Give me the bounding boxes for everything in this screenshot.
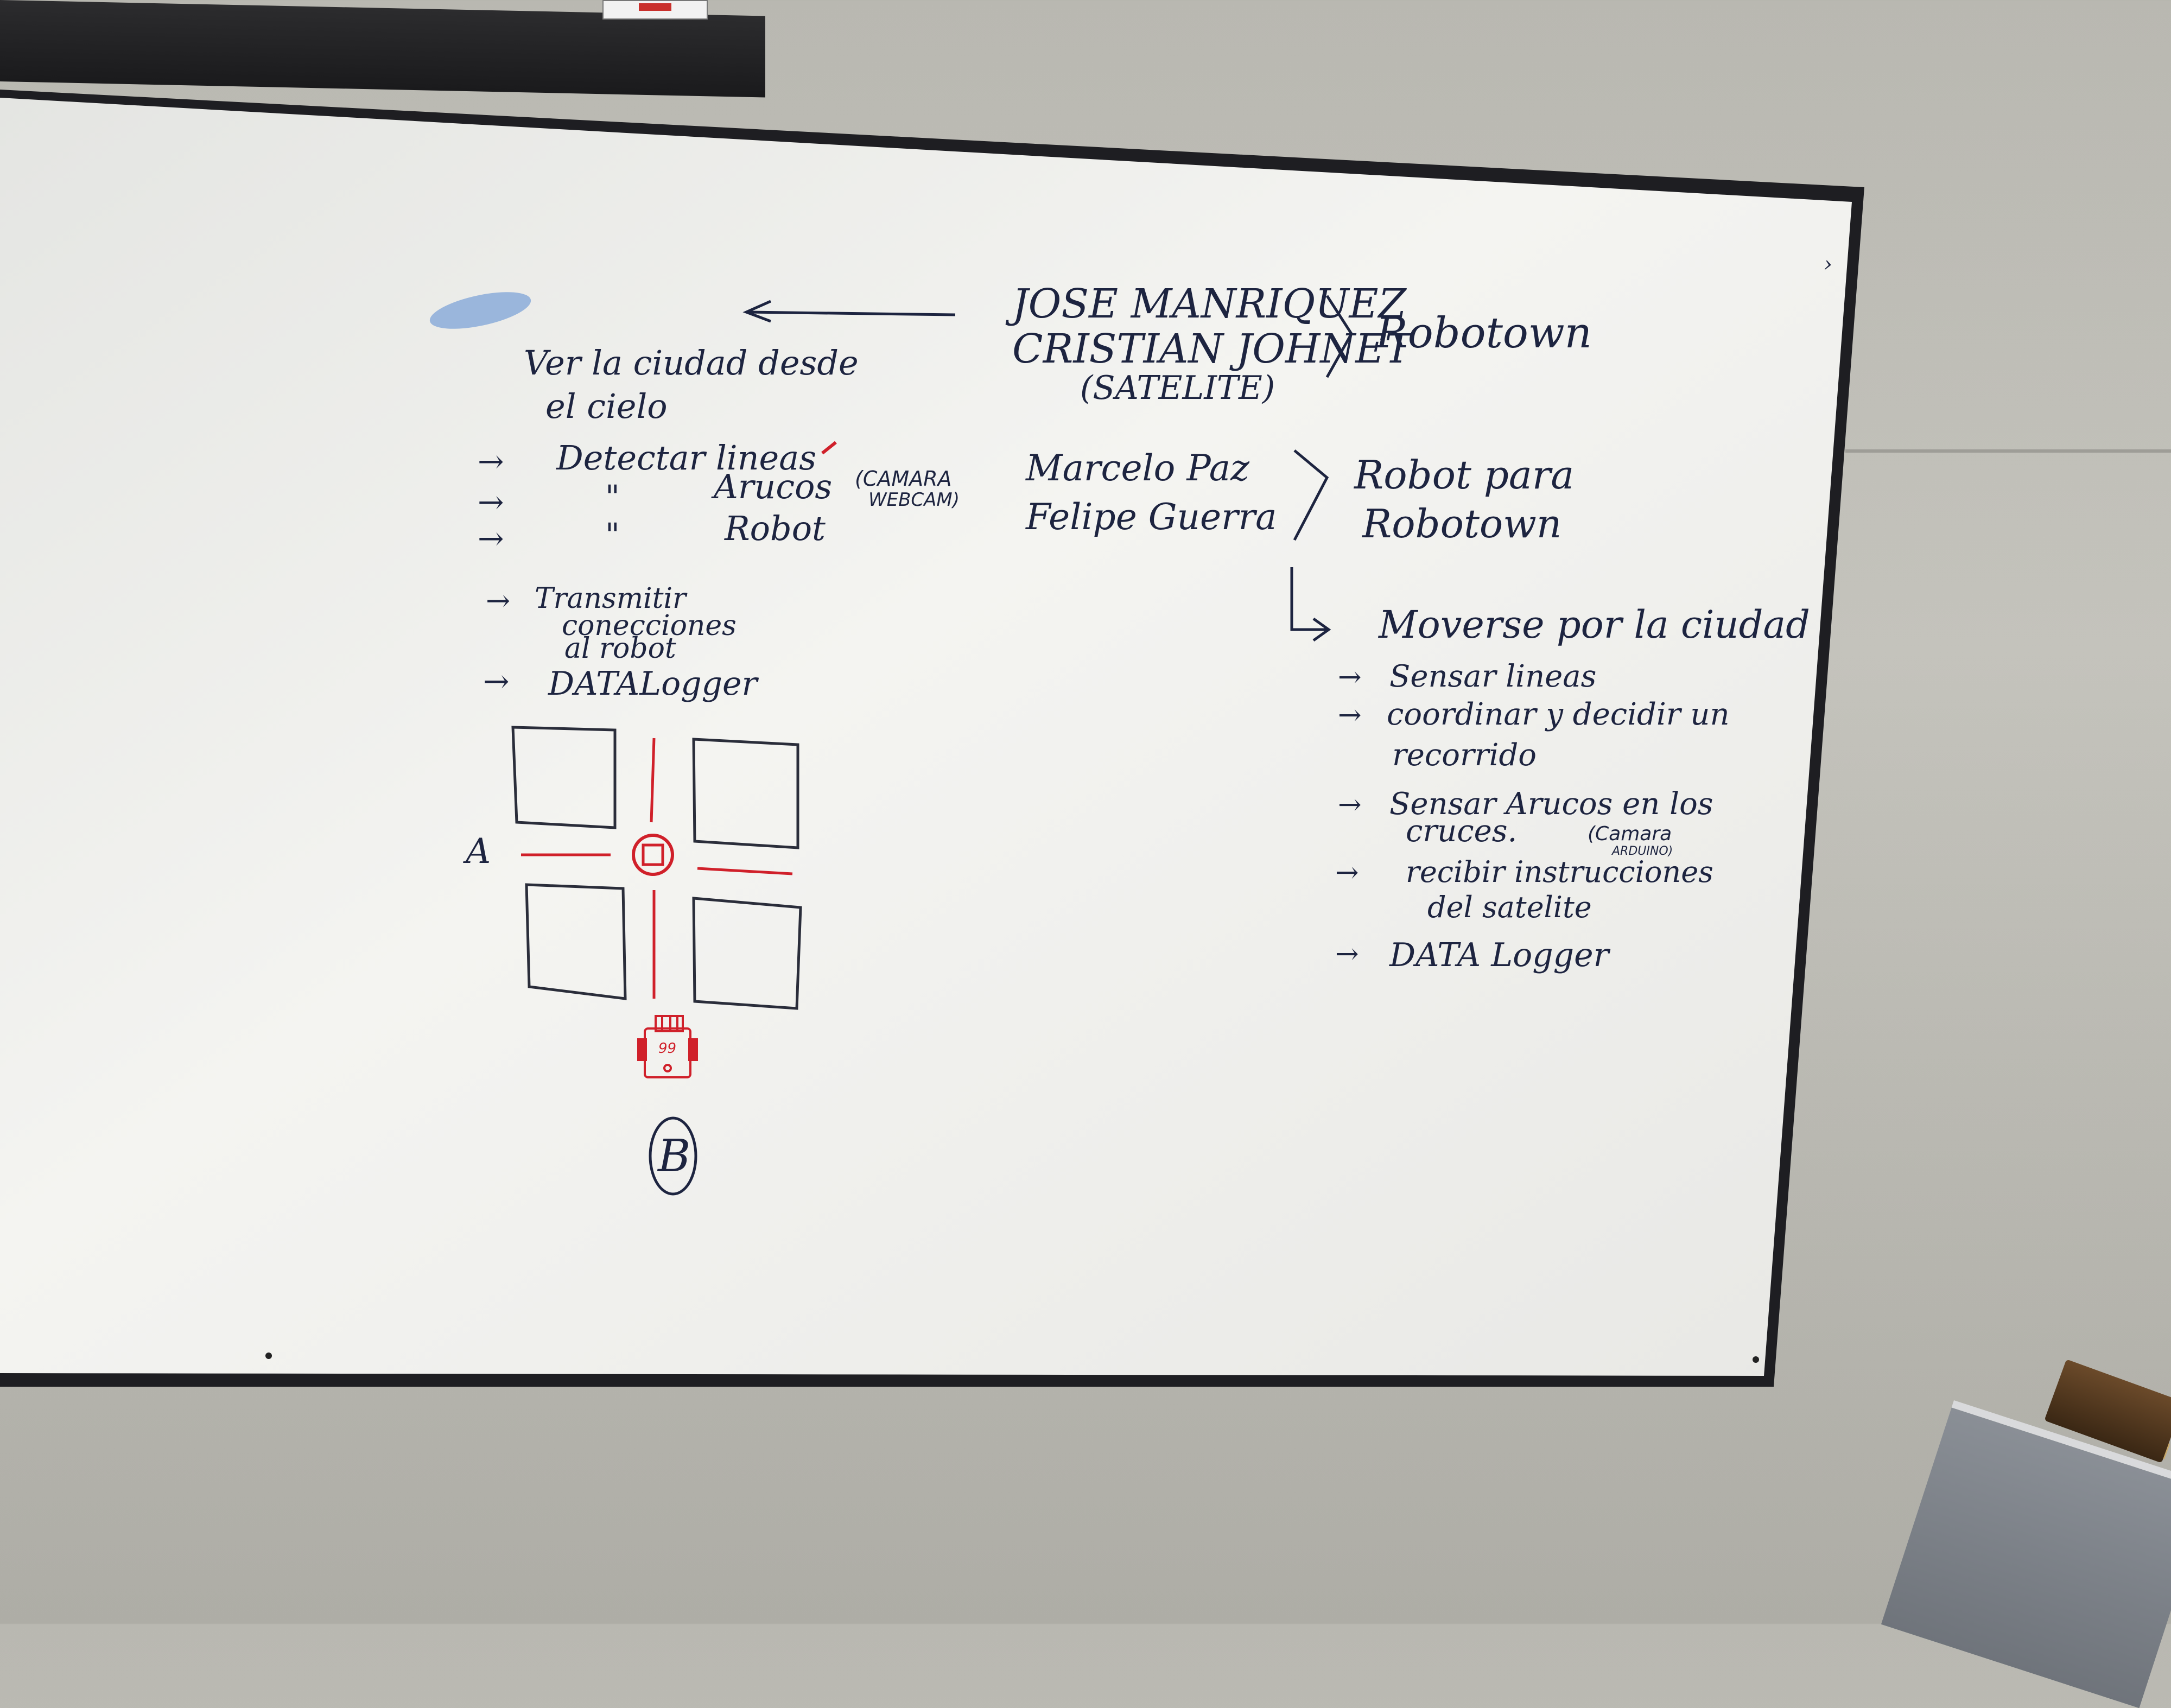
ditto-mark: ": [605, 516, 620, 553]
camera-note-line-1: (CAMARA: [855, 467, 952, 491]
aruco-marker-icon: [642, 843, 664, 866]
arrow-icon: →: [1338, 699, 1362, 732]
board-mark: ›: [1824, 252, 1832, 277]
robot-project-line-1: Robot para: [1353, 452, 1574, 498]
ditto-mark: ": [605, 478, 620, 515]
bracket-icon: [1293, 449, 1329, 541]
satellite-role: (SATELITE): [1080, 369, 1275, 407]
robot-camera-note-line-2: ARDUINO): [1611, 845, 1673, 858]
arrow-icon: →: [478, 443, 504, 480]
robot-sketch-icon: [637, 1015, 698, 1078]
city-block: [511, 726, 617, 829]
wall-seam: [1845, 449, 2171, 453]
satellite-intro-line-1: Ver la ciudad desde: [524, 343, 859, 383]
satellite-item-2: Arucos: [711, 467, 832, 506]
robot-item-2-line-1: coordinar y decidir un: [1387, 697, 1730, 732]
robot-number: 99: [658, 1040, 676, 1057]
whiteboard-surface: [0, 98, 1852, 1376]
arrow-icon: →: [478, 520, 504, 557]
board-mark: [1753, 1356, 1759, 1363]
city-map-diagram: A 99 B: [463, 726, 802, 1196]
robot-camera-note-line-1: (Camara: [1588, 823, 1672, 845]
city-block: [692, 897, 802, 1010]
robot-item-1: Sensar lineas: [1389, 659, 1596, 694]
arrow-icon: →: [1335, 856, 1359, 889]
bracket-icon: [1325, 295, 1353, 378]
arrow-icon: →: [478, 484, 504, 520]
camera-note-line-2: WEBCAM): [868, 489, 960, 511]
road-line: [697, 867, 793, 875]
down-right-arrow-icon: [1290, 567, 1327, 631]
city-block: [692, 738, 799, 849]
arrow-icon: →: [1338, 661, 1362, 694]
whiteboard-scene: JOSE MANRIQUEZ CRISTIAN JOHNET (SATELITE…: [0, 90, 1864, 1387]
left-arrow-icon: [742, 300, 956, 323]
point-b-label: B: [657, 1131, 690, 1182]
satellite-item-1: Detectar lineas: [556, 438, 816, 478]
arrow-icon: →: [483, 663, 510, 700]
blue-marker-smudge: [429, 292, 531, 329]
satellite-item-4-line-1: Transmitir: [535, 582, 688, 615]
intersection-marker: [632, 834, 674, 876]
robot-item-3-line-2: cruces.: [1406, 814, 1517, 849]
satellite-intro-line-2: el cielo: [545, 386, 668, 426]
robot-project-line-2: Robotown: [1361, 501, 1561, 547]
robot-item-4-line-2: del satelite: [1427, 890, 1592, 924]
satellite-project: Robotown: [1375, 309, 1592, 358]
robot-item-3-line-1: Sensar Arucos en los: [1389, 786, 1713, 822]
robot-item-2-line-2: recorrido: [1392, 738, 1537, 773]
robot-member-1: Marcelo Paz: [1025, 447, 1250, 489]
satellite-item-4-line-2: conecciones: [562, 609, 737, 642]
board-mark: [265, 1353, 272, 1359]
projector-brand-label: [602, 0, 708, 20]
satellite-member-1: JOSE MANRIQUEZ: [1005, 281, 1407, 327]
arrow-icon: →: [1335, 938, 1359, 970]
arrow-icon: →: [486, 583, 510, 618]
arrow-head-icon: [1312, 617, 1331, 642]
satellite-item-4-line-3: al robot: [564, 632, 676, 665]
robot-item-5: DATA Logger: [1389, 936, 1611, 974]
road-line: [650, 738, 656, 823]
robot-item-4-line-1: recibir instrucciones: [1406, 855, 1713, 889]
arrow-icon: →: [1338, 789, 1362, 821]
satellite-item-3: Robot: [724, 509, 826, 548]
point-a-label: A: [463, 831, 491, 872]
robot-member-2: Felipe Guerra: [1025, 496, 1277, 538]
point-b-circle: [649, 1116, 697, 1196]
satellite-item-5: DATALogger: [548, 665, 759, 703]
satellite-member-2: CRISTIAN JOHNET: [1012, 326, 1414, 372]
robot-notes-heading: Moverse por la ciudad: [1377, 602, 1810, 647]
city-block: [525, 883, 627, 1000]
red-tick-mark: [821, 441, 837, 455]
